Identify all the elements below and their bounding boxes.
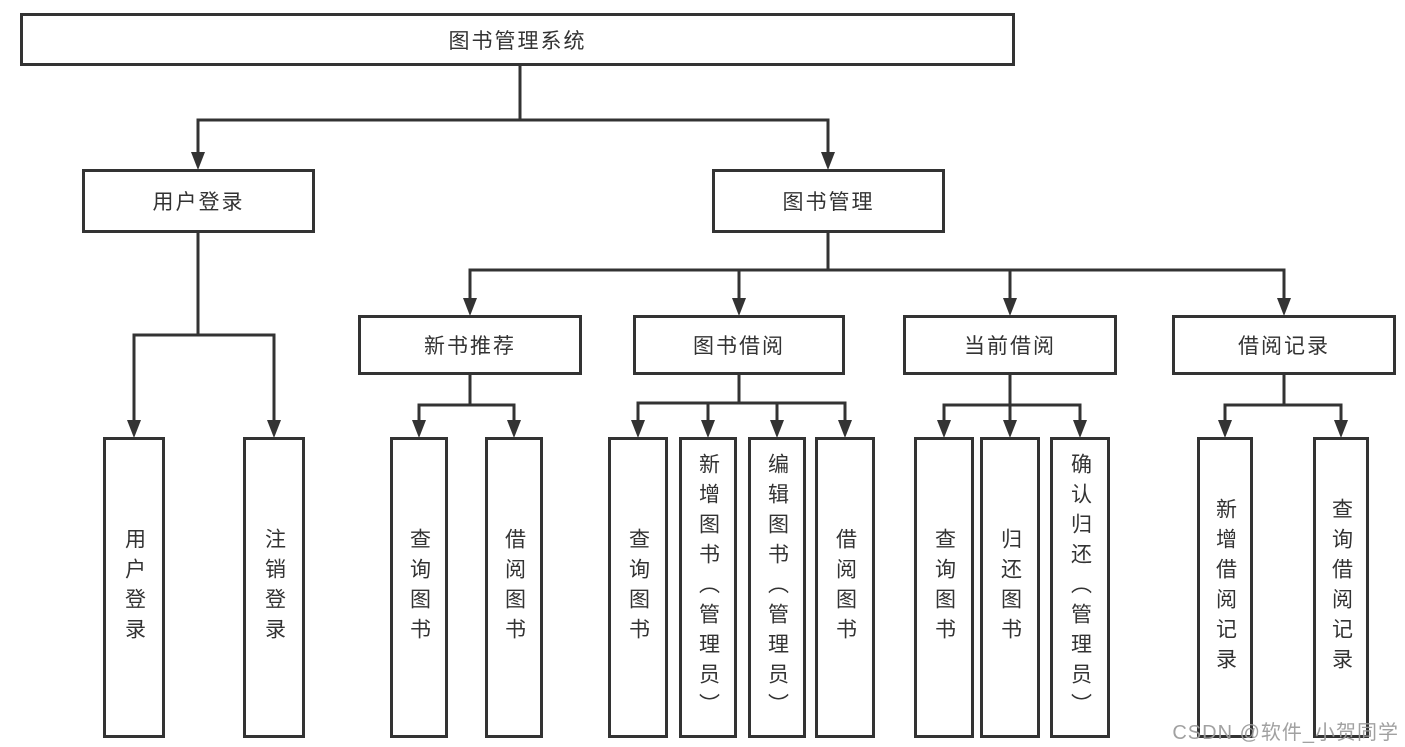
node-book-borrow: 图书借阅 (633, 315, 845, 375)
connector-user-login-to-leaves (127, 233, 281, 438)
connector-root-to-level1 (191, 66, 835, 170)
connector-book-borrow-to-leaves (631, 375, 852, 438)
leaf-edit-book-admin: 编辑图书（管理员） (748, 437, 806, 738)
connector-book-mgmt-to-level2 (463, 233, 1291, 316)
leaf-logout: 注销登录 (243, 437, 305, 738)
node-user-login: 用户登录 (82, 169, 315, 233)
leaf-query-books-current: 查询图书 (914, 437, 974, 738)
leaf-query-books-borrow: 查询图书 (608, 437, 668, 738)
node-book-mgmt: 图书管理 (712, 169, 945, 233)
watermark: CSDN @软件_小贺同学 (1172, 722, 1399, 744)
leaf-user-login: 用户登录 (103, 437, 165, 738)
leaf-return-books: 归还图书 (980, 437, 1040, 738)
connector-borrow-records-to-leaves (1218, 375, 1348, 438)
leaf-add-borrow-record: 新增借阅记录 (1197, 437, 1253, 738)
node-root: 图书管理系统 (20, 13, 1015, 66)
connector-new-rec-to-leaves (412, 375, 521, 438)
node-current-borrow: 当前借阅 (903, 315, 1117, 375)
leaf-query-books-rec: 查询图书 (390, 437, 448, 738)
leaf-confirm-return-admin: 确认归还（管理员） (1050, 437, 1110, 738)
leaf-query-borrow-record: 查询借阅记录 (1313, 437, 1369, 738)
leaf-add-book-admin: 新增图书（管理员） (679, 437, 737, 738)
node-new-book-rec: 新书推荐 (358, 315, 582, 375)
node-borrow-records: 借阅记录 (1172, 315, 1396, 375)
connector-current-borrow-to-leaves (937, 375, 1087, 438)
leaf-borrow-books: 借阅图书 (815, 437, 875, 738)
leaf-borrow-books-rec: 借阅图书 (485, 437, 543, 738)
